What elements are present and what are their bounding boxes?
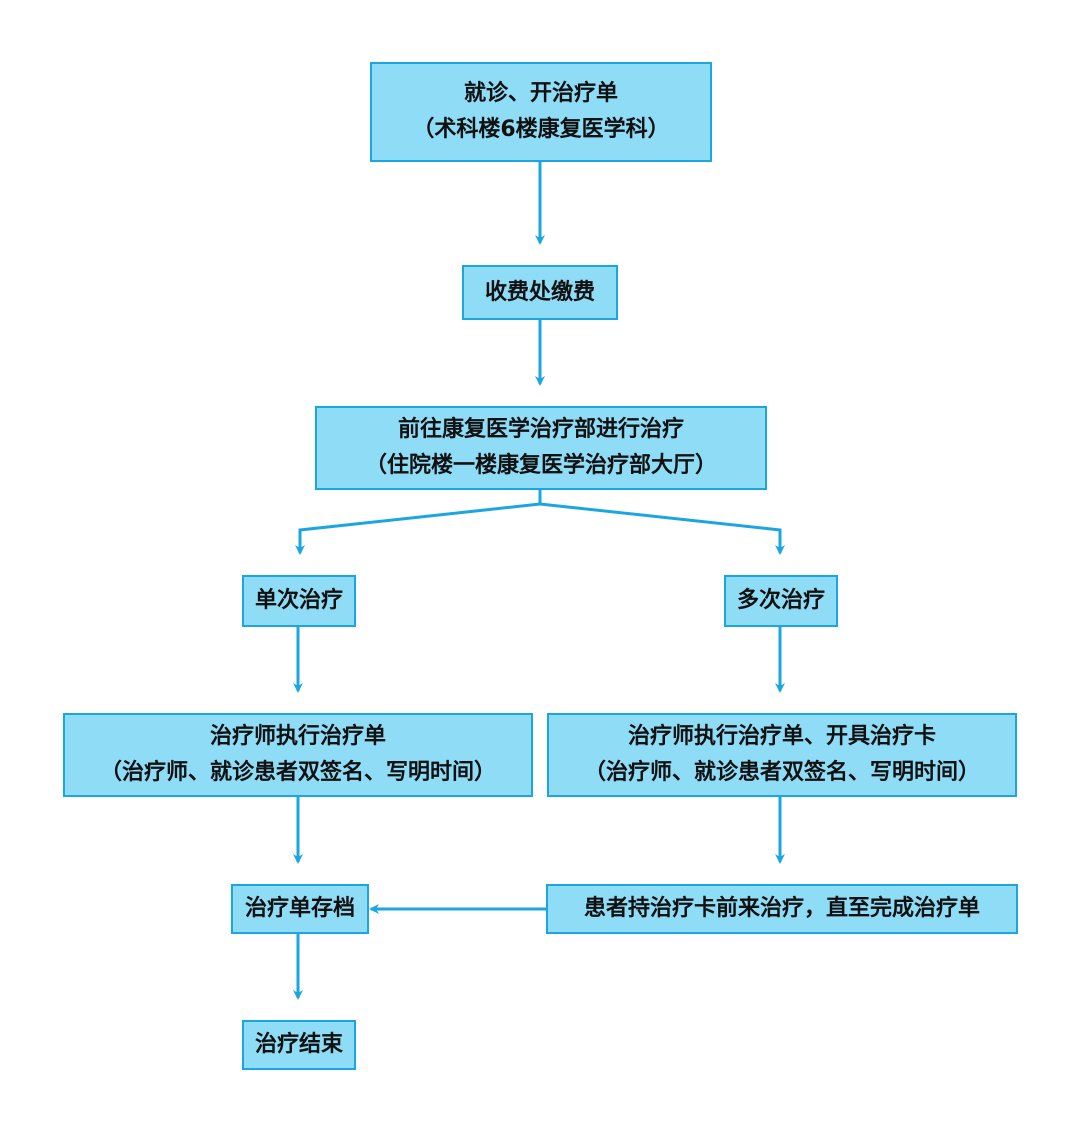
- node-archive: 治疗单存档: [231, 884, 369, 934]
- arrow-goto-to-single: [295, 502, 541, 555]
- node-multiple-title: 多次治疗: [736, 588, 825, 613]
- node-end-title: 治疗结束: [254, 1032, 343, 1057]
- node-goto-title: 前往康复医学治疗部进行治疗: [397, 417, 684, 442]
- node-execute-multiple: 治疗师执行治疗单、开具治疗卡 （治疗师、就诊患者双签名、写明时间）: [547, 713, 1017, 797]
- arrow-goto-to-multiple: [539, 502, 785, 555]
- node-single-treatment: 单次治疗: [242, 575, 356, 627]
- node-exec-single-title: 治疗师执行治疗单: [209, 724, 386, 749]
- node-exec-multi-title: 治疗师执行治疗单、开具治疗卡: [627, 724, 936, 749]
- node-consult-register: 就诊、开治疗单 （术科楼6楼康复医学科）: [370, 62, 712, 162]
- node-end: 治疗结束: [242, 1020, 356, 1070]
- node-payment: 收费处缴费: [462, 265, 618, 320]
- node-execute-single: 治疗师执行治疗单 （治疗师、就诊患者双签名、写明时间）: [63, 713, 533, 797]
- node-consult-location: （术科楼6楼康复医学科）: [412, 117, 670, 142]
- node-single-title: 单次治疗: [254, 588, 343, 613]
- node-exec-single-note: （治疗师、就诊患者双签名、写明时间）: [99, 760, 496, 785]
- node-repeat-title: 患者持治疗卡前来治疗，直至完成治疗单: [583, 896, 980, 921]
- node-repeat-visits: 患者持治疗卡前来治疗，直至完成治疗单: [546, 884, 1018, 934]
- node-goto-location: （住院楼一楼康复医学治疗部大厅）: [364, 453, 717, 478]
- node-archive-title: 治疗单存档: [244, 896, 355, 921]
- node-payment-title: 收费处缴费: [484, 279, 595, 305]
- node-consult-title: 就诊、开治疗单: [463, 81, 618, 106]
- node-exec-multi-note: （治疗师、就诊患者双签名、写明时间）: [583, 760, 980, 785]
- node-multiple-treatment: 多次治疗: [724, 575, 838, 627]
- node-go-to-therapy: 前往康复医学治疗部进行治疗 （住院楼一楼康复医学治疗部大厅）: [315, 406, 767, 490]
